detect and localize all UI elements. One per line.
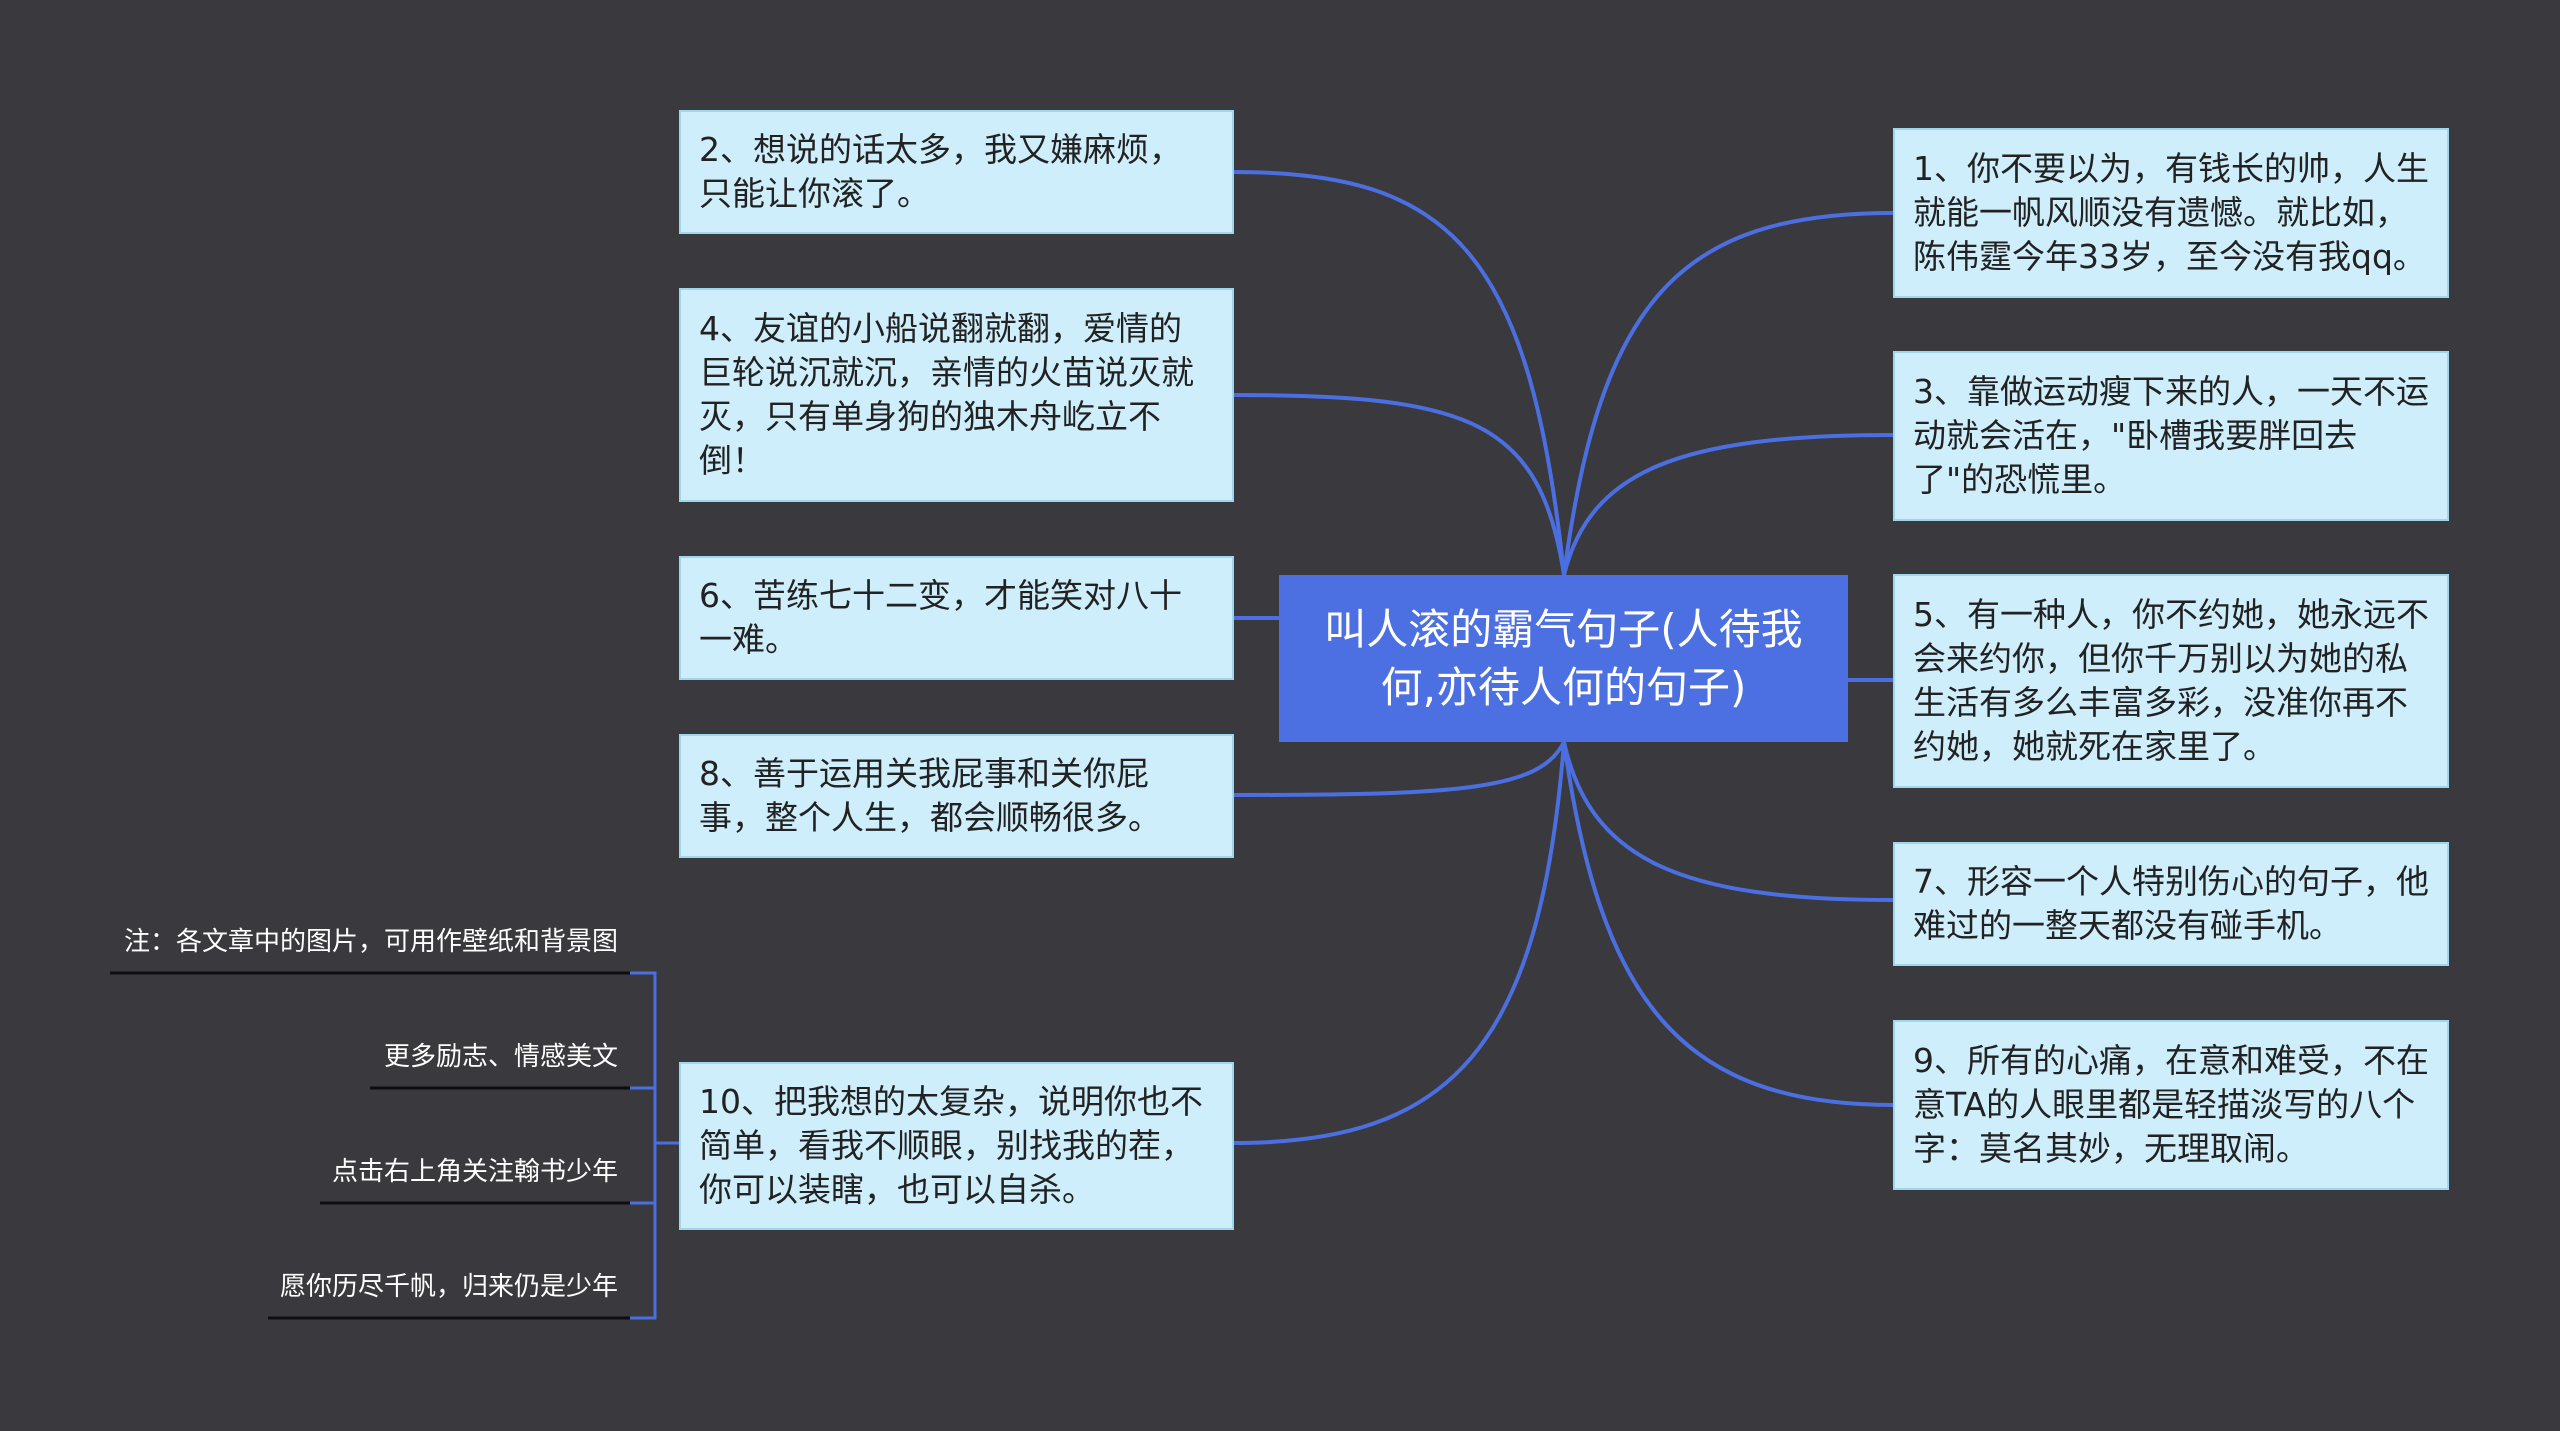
topic-6-text: 6、苦练七十二变，才能笑对八十一难。 [699, 576, 1182, 659]
topic-1[interactable]: 1、你不要以为，有钱长的帅，人生就能一帆风顺没有遗憾。就比如，陈伟霆今年33岁，… [1893, 128, 2449, 298]
topic-10-text: 10、把我想的太复杂，说明你也不简单，看我不顺眼，别找我的茬，你可以装瞎，也可以… [699, 1082, 1203, 1209]
connector-topic-4 [1233, 393, 1566, 576]
topic-10[interactable]: 10、把我想的太复杂，说明你也不简单，看我不顺眼，别找我的茬，你可以装瞎，也可以… [679, 1062, 1234, 1230]
connector-topic-7 [1562, 741, 1894, 902]
topic-9-text: 9、所有的心痛，在意和难受，不在意TA的人眼里都是轻描淡写的八个字：莫名其妙，无… [1913, 1041, 2429, 1168]
topic-5-text: 5、有一种人，你不约她，她永远不会来约你，但你千万别以为她的私生活有多么丰富多彩… [1913, 595, 2429, 766]
topic-2[interactable]: 2、想说的话太多，我又嫌麻烦，只能让你滚了。 [679, 110, 1234, 234]
notes-bracket [630, 971, 680, 1320]
topic-3-text: 3、靠做运动瘦下来的人，一天不运动就会活在，"卧槽我要胖回去了"的恐慌里。 [1913, 372, 2429, 499]
topic-8[interactable]: 8、善于运用关我屁事和关你屁事，整个人生，都会顺畅很多。 [679, 734, 1234, 858]
topic-3[interactable]: 3、靠做运动瘦下来的人，一天不运动就会活在，"卧槽我要胖回去了"的恐慌里。 [1893, 351, 2449, 521]
central-topic-label: 叫人滚的霸气句子(人待我何,亦待人何的句子) [1324, 604, 1803, 712]
topic-7-text: 7、形容一个人特别伤心的句子，他难过的一整天都没有碰手机。 [1913, 862, 2429, 945]
topic-4-text: 4、友谊的小船说翻就翻，爱情的巨轮说沉就沉，亲情的火苗说灭就灭，只有单身狗的独木… [699, 309, 1194, 480]
topic-6[interactable]: 6、苦练七十二变，才能笑对八十一难。 [679, 556, 1234, 680]
connector-topic-9 [1562, 741, 1894, 1107]
note-3: 点击右上角关注翰书少年 [331, 1157, 618, 1187]
topic-9[interactable]: 9、所有的心痛，在意和难受，不在意TA的人眼里都是轻描淡写的八个字：莫名其妙，无… [1893, 1020, 2449, 1190]
connector-topic-8 [1233, 741, 1566, 797]
note-1: 注：各文章中的图片，可用作壁纸和背景图 [123, 927, 618, 957]
connector-topic-2 [1233, 170, 1566, 576]
connector-topic-1 [1562, 211, 1894, 576]
note-2: 更多励志、情感美文 [383, 1042, 618, 1072]
topic-4[interactable]: 4、友谊的小船说翻就翻，爱情的巨轮说沉就沉，亲情的火苗说灭就灭，只有单身狗的独木… [679, 288, 1234, 502]
topic-7[interactable]: 7、形容一个人特别伤心的句子，他难过的一整天都没有碰手机。 [1893, 842, 2449, 966]
topic-5[interactable]: 5、有一种人，你不约她，她永远不会来约你，但你千万别以为她的私生活有多么丰富多彩… [1893, 574, 2449, 788]
connector-topic-10 [1233, 741, 1566, 1145]
topic-2-text: 2、想说的话太多，我又嫌麻烦，只能让你滚了。 [699, 130, 1182, 213]
connector-topic-3 [1562, 433, 1894, 576]
topic-1-text: 1、你不要以为，有钱长的帅，人生就能一帆风顺没有遗憾。就比如，陈伟霆今年33岁，… [1913, 149, 2429, 276]
central-topic[interactable]: 叫人滚的霸气句子(人待我何,亦待人何的句子) [1279, 575, 1848, 742]
note-4: 愿你历尽千帆，归来仍是少年 [279, 1272, 618, 1302]
topic-8-text: 8、善于运用关我屁事和关你屁事，整个人生，都会顺畅很多。 [699, 754, 1161, 837]
